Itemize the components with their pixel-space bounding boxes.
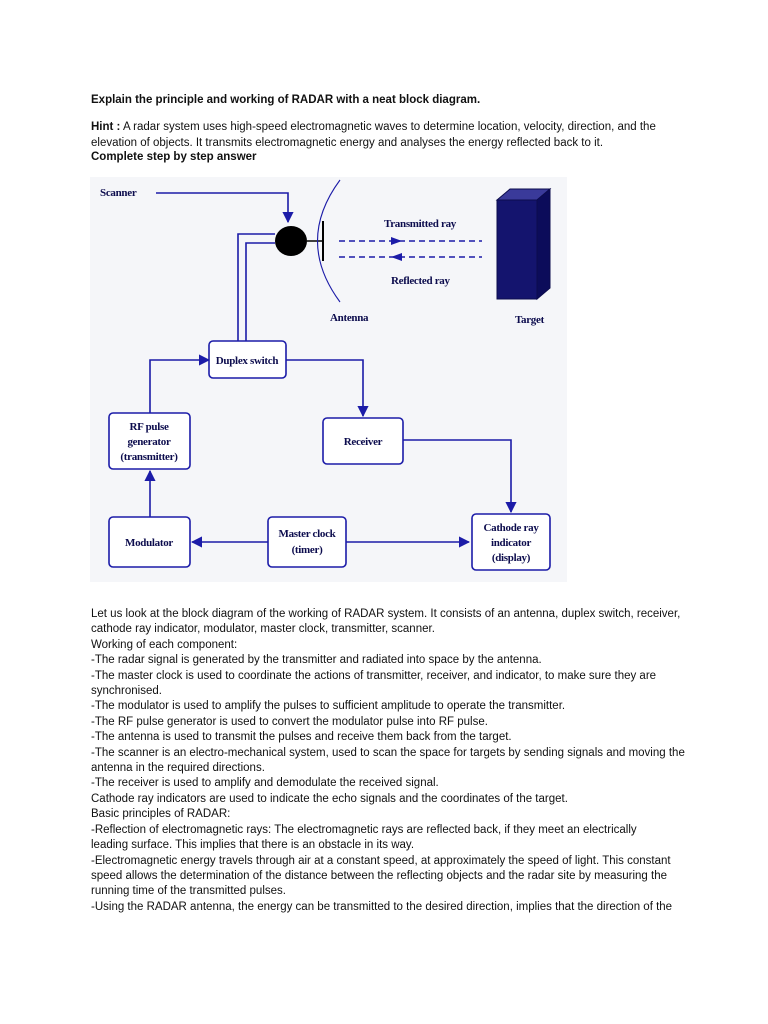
cathode-label-line1: Cathode ray (483, 522, 539, 534)
antenna-feed-outer (237, 233, 275, 341)
receiver-label: Receiver (344, 436, 383, 448)
scanner-label: Scanner (100, 187, 137, 199)
hint-label: Hint : (91, 121, 121, 133)
rf-pulse-generator-block (108, 412, 191, 470)
reflected-ray-label: Reflected ray (391, 275, 451, 287)
master-clock-block (267, 516, 347, 568)
antenna-feed-inner (245, 242, 275, 341)
hint-text: A radar system uses high-speed electroma… (91, 121, 656, 149)
cathode-label-line3: (display) (492, 552, 531, 564)
body-line: -The modulator is used to amplify the pu… (91, 700, 566, 713)
body-line: antenna in the required directions. (91, 762, 265, 775)
rf-to-duplex-arrow (149, 354, 211, 413)
scanner-arrow (156, 192, 294, 224)
duplex-to-receiver-arrow (286, 359, 369, 418)
transmitted-ray-label: Transmitted ray (384, 218, 457, 230)
body-line: -The RF pulse generator is used to conve… (91, 715, 488, 728)
cathode-label-line2: indicator (491, 537, 531, 549)
reflected-ray-arrow-icon (391, 253, 402, 261)
master-clock-label-line2: (timer) (292, 544, 324, 556)
rf-pulse-label-line1: RF pulse (129, 421, 168, 433)
modulator-label: Modulator (125, 537, 173, 549)
target-icon (495, 187, 552, 301)
body-line: -Using the RADAR antenna, the energy can… (91, 900, 673, 913)
rf-pulse-label-line3: (transmitter) (120, 451, 178, 463)
receiver-block (322, 417, 404, 465)
body-line: Working of each component: (91, 638, 238, 651)
body-line: -The radar signal is generated by the tr… (91, 654, 542, 667)
body-text: Let us look at the block diagram of the … (91, 607, 691, 915)
cathode-ray-indicator-block (471, 513, 551, 571)
body-line: leading surface. This implies that there… (91, 839, 415, 852)
duplex-switch-label: Duplex switch (216, 355, 279, 367)
body-line: Let us look at the block diagram of the … (91, 608, 681, 620)
antenna-label: Antenna (330, 312, 369, 324)
hint-paragraph: Hint : A radar system uses high-speed el… (91, 120, 691, 151)
body-line: running time of the transmitted pulses. (91, 885, 286, 898)
antenna-icon (275, 179, 341, 303)
rf-pulse-label-line2: generator (127, 436, 171, 448)
complete-answer-label: Complete step by step answer (91, 151, 257, 163)
body-line: speed allows the determination of the di… (91, 869, 667, 882)
master-clock-label-line1: Master clock (279, 528, 337, 540)
body-line: synchronised. (91, 685, 162, 698)
body-line: -Electromagnetic energy travels through … (91, 854, 671, 867)
diagram-svg: Scanner Transmitted ray Reflected ray (100, 179, 552, 571)
body-line: Basic principles of RADAR: (91, 808, 231, 821)
transmitted-ray-arrow-icon (391, 237, 402, 245)
body-line: -The antenna is used to transmit the pul… (91, 731, 512, 744)
body-line: -Reflection of electromagnetic rays: The… (91, 823, 637, 836)
question-heading: Explain the principle and working of RAD… (91, 94, 481, 106)
target-label: Target (515, 314, 545, 326)
body-line: Cathode ray indicators are used to indic… (91, 792, 568, 805)
body-line: -The master clock is used to coordinate … (91, 669, 657, 682)
body-line: cathode ray indicator, modulator, master… (91, 623, 435, 636)
radar-block-diagram: Scanner Transmitted ray Reflected ray (90, 177, 567, 582)
modulator-block (108, 516, 191, 568)
receiver-to-indicator-arrow (403, 439, 517, 514)
body-line: -The receiver is used to amplify and dem… (91, 777, 439, 790)
body-line: -The scanner is an electro-mechanical sy… (91, 746, 685, 759)
